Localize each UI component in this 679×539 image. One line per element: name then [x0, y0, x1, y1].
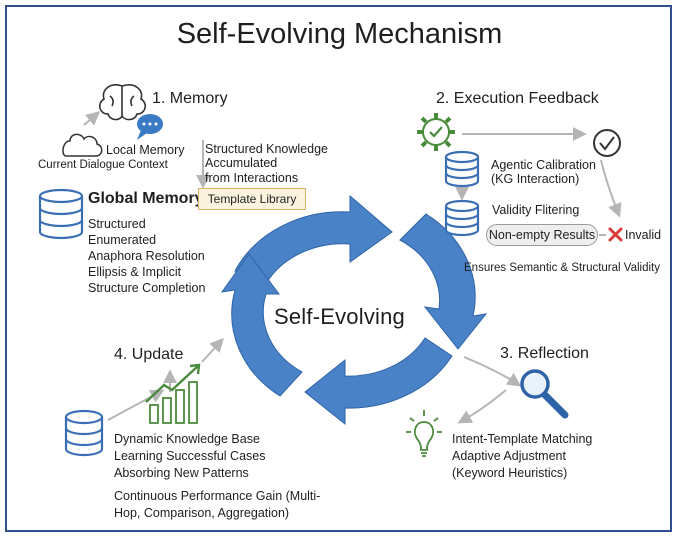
validity-filtering-label: Validity Flitering: [492, 203, 580, 217]
update-items: Dynamic Knowledge Base Learning Successf…: [114, 431, 265, 482]
cloud-icon: [62, 133, 103, 157]
calibration-line-1: Agentic Calibration: [491, 158, 596, 172]
brain-icon: [99, 84, 146, 121]
cycle-arrow-left: [220, 253, 303, 397]
update-item: Learning Successful Cases: [114, 449, 266, 463]
reflection-item: (Keyword Heuristics): [452, 466, 568, 480]
diagram-title: Self-Evolving Mechanism: [176, 18, 503, 50]
gain-line-1: Continuous Performance Gain (Multi-: [114, 489, 321, 503]
agentic-calibration-text: Agentic Calibration (KG Interaction): [491, 158, 596, 187]
growth-chart-icon: [145, 363, 201, 424]
lightbulb-icon: [406, 410, 442, 457]
execution-feedback-heading: 2. Execution Feedback: [436, 90, 599, 107]
database-icon-update: [64, 409, 104, 457]
reflection-item: Adaptive Adjustment: [452, 449, 566, 463]
magnifier-icon: [520, 369, 569, 419]
template-library-box: Template Library: [198, 188, 306, 210]
update-item: Absorbing New Patterns: [114, 466, 249, 480]
global-memory-items: Structured Enumerated Anaphora Resolutio…: [88, 216, 205, 296]
database-icon-global: [38, 188, 84, 240]
reflection-items: Intent-Template Matching Adaptive Adjust…: [452, 431, 592, 482]
performance-gain-text: Continuous Performance Gain (Multi- Hop,…: [114, 488, 320, 522]
global-item: Structured: [88, 217, 146, 231]
global-item: Enumerated: [88, 233, 157, 247]
cycle-arrow-bottom: [304, 337, 453, 426]
database-icon-validity: [444, 199, 480, 237]
global-item: Structure Completion: [88, 281, 206, 295]
connector-update-to-cycle: [201, 337, 224, 363]
gear-check-icon: [417, 113, 455, 151]
connector-local-to-brain: [83, 111, 101, 126]
global-memory-label: Global Memory: [88, 190, 204, 207]
update-heading: 4. Update: [114, 346, 184, 363]
cycle-arrows: [220, 194, 488, 426]
gain-line-2: Hop, Comparison, Aggregation): [114, 506, 290, 520]
diagram-frame: [5, 5, 672, 532]
nonempty-results-badge: Non-empty Results: [486, 224, 598, 246]
cycle-arrow-right: [399, 213, 488, 350]
speech-bubble-icon: [137, 114, 163, 140]
local-memory-label: Local Memory: [106, 143, 185, 157]
database-icon-calibration: [444, 150, 480, 188]
calibration-line-2: (KG Interaction): [491, 172, 580, 187]
connector-to-magnifier: [463, 356, 522, 387]
memory-heading: 1. Memory: [152, 90, 228, 107]
sk-line-2: Accumulated: [205, 156, 278, 171]
update-item: Dynamic Knowledge Base: [114, 432, 260, 446]
cycle-center-label: Self-Evolving: [274, 304, 405, 329]
sk-line-3: from Interactions: [205, 170, 299, 185]
check-circle-icon: [593, 129, 621, 157]
reflection-item: Intent-Template Matching: [452, 432, 593, 446]
global-item: Ellipsis & Implicit: [88, 265, 182, 279]
invalid-x-icon: [608, 227, 623, 242]
global-item: Anaphora Resolution: [88, 249, 205, 263]
cycle-arrow-top: [234, 194, 393, 283]
current-dialogue-label: Current Dialogue Context: [38, 159, 168, 171]
ensures-validity-label: Ensures Semantic & Structural Validity: [464, 262, 661, 274]
sk-line-1: Structured Knowledge: [205, 142, 328, 156]
connector-check-down: [600, 159, 622, 218]
reflection-heading: 3. Reflection: [500, 345, 589, 362]
connector-magnifier-to-bulb: [457, 389, 507, 424]
structured-knowledge-text: Structured Knowledge Accumulated from In…: [205, 142, 328, 185]
invalid-label: Invalid: [625, 228, 662, 242]
